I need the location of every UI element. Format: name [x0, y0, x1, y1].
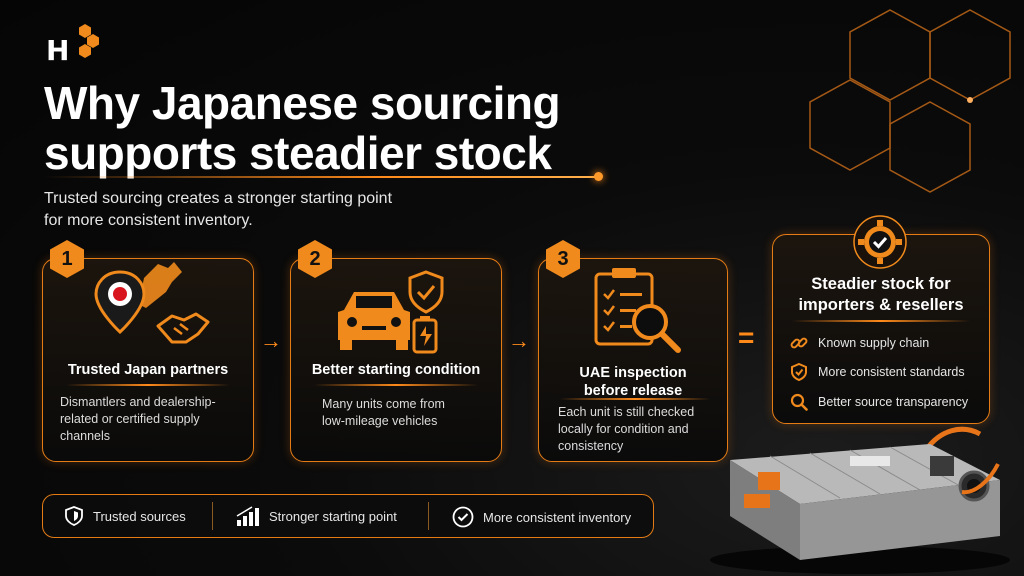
- result-item-label: Better source transparency: [818, 395, 969, 409]
- step-3-text-line: Each unit is still checked: [558, 405, 695, 419]
- subtitle-line-2: for more consistent inventory.: [44, 212, 253, 229]
- result-item-label: More consistent standards: [818, 365, 965, 379]
- result-title: Steadier stock for importers & resellers: [776, 274, 986, 316]
- gear-check-badge-icon: [853, 215, 907, 269]
- result-item-label: Known supply chain: [818, 336, 930, 350]
- step-card-3: [538, 258, 728, 462]
- step-3-title-line: before release: [583, 383, 683, 399]
- shield-icon: [65, 506, 83, 526]
- step-3-text-line: consistency: [558, 439, 624, 453]
- brand-logo-letter: H: [46, 34, 70, 67]
- bottom-item-label: Stronger starting point: [269, 508, 397, 524]
- subtitle: Trusted sourcing creates a stronger star…: [44, 188, 444, 232]
- hex-pattern-decoration: [809, 9, 1011, 193]
- car-battery-shield-icon: [338, 270, 444, 354]
- japan-map-pin-handshake-icon: [94, 262, 210, 344]
- title-line-1: Why Japanese sourcing: [44, 77, 561, 129]
- bottom-separator: [428, 502, 429, 530]
- result-title-line: Steadier stock for: [811, 275, 951, 293]
- page-title: Why Japanese sourcing supports steadier …: [44, 77, 561, 179]
- bottom-separator: [212, 502, 213, 530]
- arrow-1: →: [260, 328, 282, 353]
- result-item-1: Known supply chain: [790, 334, 929, 352]
- check-circle-icon: [452, 506, 474, 528]
- step-1-title: Trusted Japan partners: [67, 362, 229, 378]
- title-underline-dot: [594, 172, 603, 181]
- title-underline: [44, 176, 600, 178]
- bottom-summary-bar: [42, 494, 654, 538]
- title-line-2: supports steadier stock: [44, 127, 552, 179]
- shield-check-icon: [791, 363, 807, 381]
- result-title-line: importers & resellers: [798, 296, 964, 314]
- subtitle-line-1: Trusted sourcing creates a stronger star…: [44, 190, 393, 207]
- step-2-text-line: low-mileage vehicles: [322, 414, 438, 428]
- bottom-item-label: More consistent inventory: [483, 509, 632, 525]
- magnifier-icon: [790, 393, 808, 411]
- step-3-description: Each unit is still checked locally for c…: [558, 404, 722, 455]
- result-divider: [792, 320, 970, 322]
- bottom-item-stronger-start: Stronger starting point: [236, 506, 397, 526]
- step-3-text-line: locally for condition and: [558, 422, 689, 436]
- clipboard-magnifier-icon: [594, 268, 681, 353]
- result-item-3: Better source transparency: [790, 393, 968, 411]
- link-icon: [790, 337, 808, 349]
- step-badge-3: 3: [546, 240, 580, 278]
- step-3-title: UAE inspection before release: [542, 364, 724, 400]
- step-card-2: [290, 258, 502, 462]
- step-1-text-line: related or certified supply: [60, 412, 200, 426]
- equals-sign: =: [738, 322, 755, 353]
- step-3-title-line: UAE inspection: [579, 365, 687, 381]
- step-1-text-line: Dismantlers and dealership-: [60, 395, 216, 409]
- arrow-2: →: [508, 328, 530, 353]
- signal-bars-icon: [236, 506, 259, 526]
- step-1-divider: [66, 384, 230, 386]
- step-3-divider: [560, 398, 710, 400]
- bottom-item-trusted-sources: Trusted sources: [64, 506, 186, 526]
- step-2-description: Many units come from low-mileage vehicle…: [322, 396, 492, 430]
- bottom-item-label: Trusted sources: [93, 508, 186, 524]
- step-2-divider: [314, 384, 478, 386]
- step-1-text-line: channels: [60, 429, 111, 443]
- result-item-2: More consistent standards: [790, 363, 965, 381]
- step-2-title: Better starting condition: [311, 362, 481, 378]
- hybrid-battery-pack-illustration: [710, 426, 1010, 574]
- step-2-text-line: Many units come from: [322, 397, 445, 411]
- bottom-item-consistent-inventory: More consistent inventory: [452, 506, 631, 528]
- brand-logo-hex-icon: [79, 24, 99, 58]
- step-1-description: Dismantlers and dealership- related or c…: [60, 394, 244, 445]
